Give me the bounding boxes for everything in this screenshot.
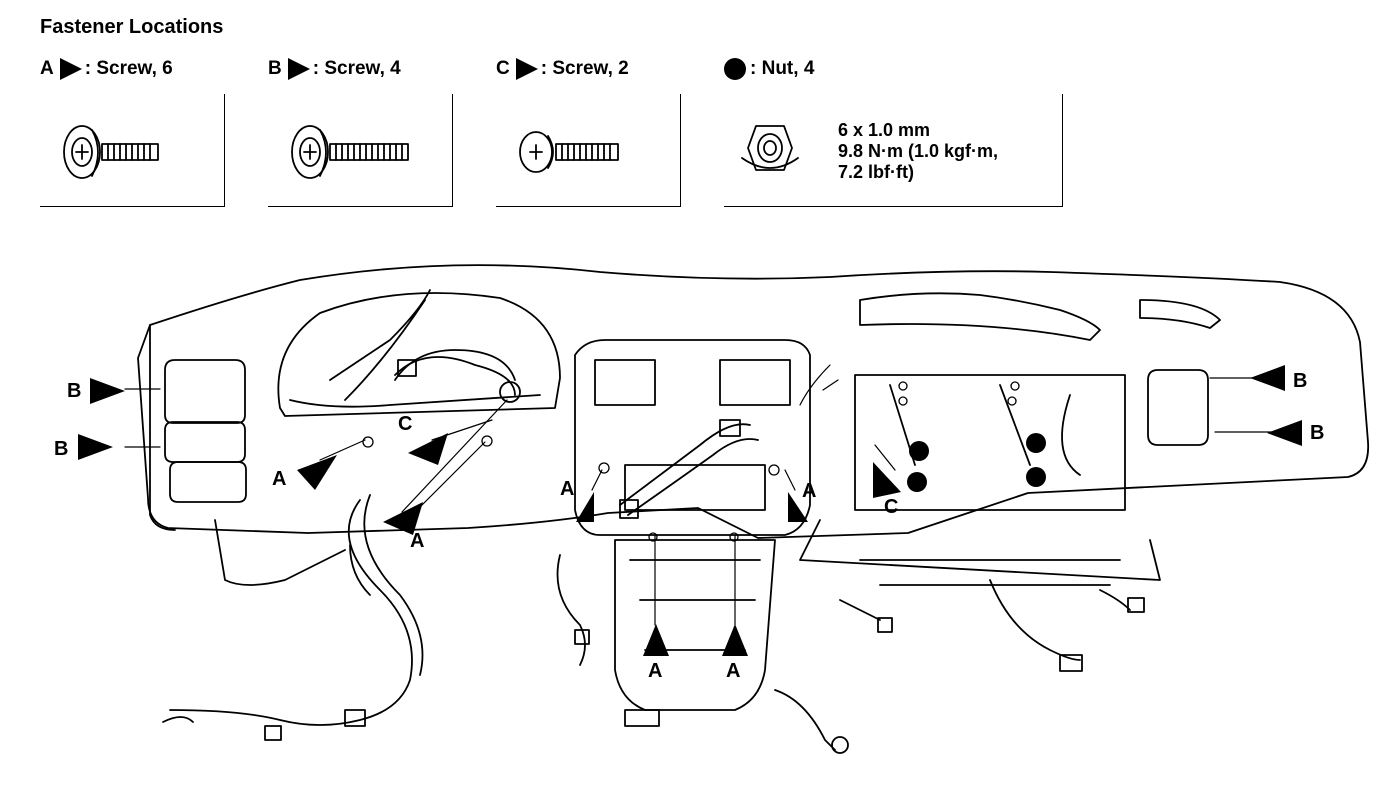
triangle-marker-icon [287, 58, 310, 80]
legend-text-nut: : Nut, 4 [750, 58, 815, 79]
arrow-b-right-top [1250, 365, 1285, 391]
nut-location-dots [907, 433, 1046, 492]
screw-c-icon [519, 131, 619, 173]
callout-a-center-left: A [560, 478, 575, 500]
legend-letter-c: C [496, 58, 510, 79]
callout-b-right-top: B [1293, 370, 1308, 392]
callout-a-center-right: A [802, 480, 817, 502]
legend-text-a: : Screw, 6 [84, 58, 173, 79]
arrow-a-bottom-left [643, 624, 669, 656]
arrow-a-bottom-right [722, 624, 748, 656]
legend-letter-b: B [268, 58, 282, 79]
arrow-c-left [408, 433, 448, 465]
legend-text-b: : Screw, 4 [312, 58, 401, 79]
nut-spec-torque-imperial: 7.2 lbf·ft) [838, 162, 914, 182]
legend-box-nut [724, 94, 1063, 207]
arrow-a-left-1 [297, 455, 337, 490]
dashboard-outline [137, 264, 1370, 754]
arrow-b-left-bottom [78, 434, 113, 460]
legend-nut: : Nut, 4 [724, 58, 814, 80]
leader-lines [124, 364, 1276, 626]
callout-c-left: C [398, 413, 413, 435]
legend-letter-a: A [40, 58, 54, 79]
callout-a-bottom-right: A [726, 660, 741, 682]
arrow-b-left-top [90, 378, 125, 404]
callout-c-right: C [884, 496, 899, 518]
callout-b-right-bottom: B [1310, 422, 1325, 444]
triangle-marker-icon [515, 58, 538, 80]
legend-text-c: : Screw, 2 [540, 58, 629, 79]
legend-box-b [268, 94, 453, 207]
nut-spec-torque: 9.8 N·m (1.0 kgf·m, [838, 141, 999, 161]
triangle-marker-icon [59, 58, 82, 80]
nut-spec: 6 x 1.0 mm 9.8 N·m (1.0 kgf·m, 7.2 lbf·f… [838, 120, 998, 183]
callout-a-left-2: A [410, 530, 425, 552]
arrow-a-center-left [576, 492, 594, 522]
legend-box-a [40, 94, 225, 207]
callout-a-left-1: A [272, 468, 287, 490]
nut-icon [741, 125, 799, 171]
arrow-b-right-bottom [1267, 420, 1302, 446]
dot-marker-icon [724, 58, 746, 80]
screw-b-icon [291, 125, 409, 179]
callout-b-left-top: B [67, 380, 82, 402]
legend-screw-a: A : Screw, 6 [40, 58, 173, 80]
callout-b-left-bottom: B [54, 438, 69, 460]
diagram-title: Fastener Locations [40, 16, 224, 38]
callout-a-bottom-left: A [648, 660, 663, 682]
arrow-a-left-2 [383, 502, 423, 535]
screw-a-icon [63, 125, 159, 179]
callout-arrows [78, 365, 1302, 656]
nut-spec-size: 6 x 1.0 mm [838, 120, 931, 140]
legend-screw-c: C : Screw, 2 [496, 58, 629, 80]
legend-box-c [496, 94, 681, 207]
arrow-a-center-right [788, 492, 808, 522]
screw-location-marks [362, 381, 1020, 542]
legend-screw-b: B : Screw, 4 [268, 58, 401, 80]
arrow-c-right [873, 462, 901, 498]
